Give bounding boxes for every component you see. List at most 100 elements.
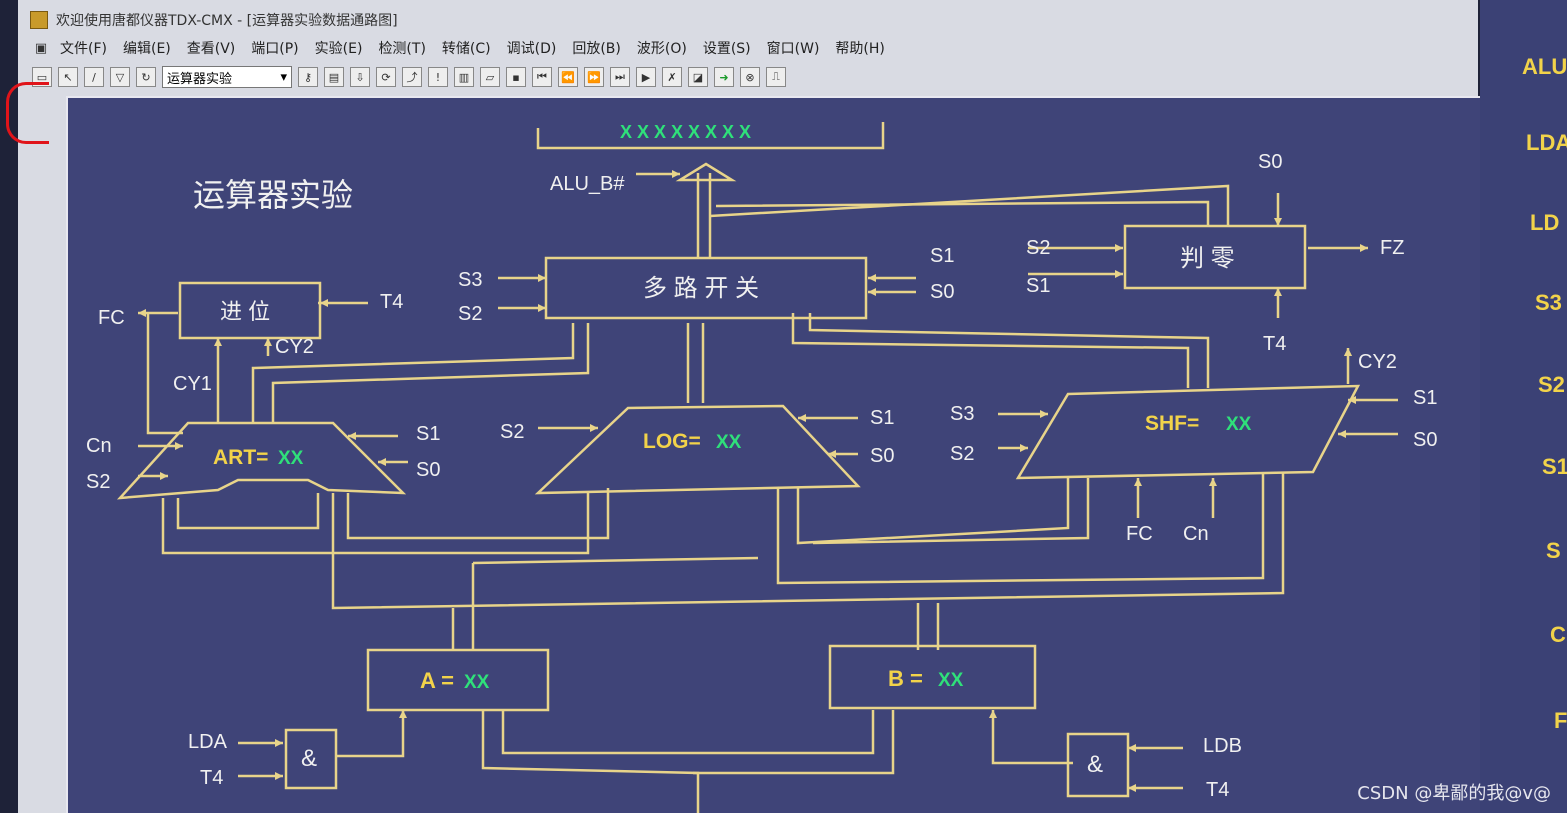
app-window: 欢迎使用唐都仪器TDX-CMX - [运算器实验数据通路图] ▣ 文件(F) 编… bbox=[18, 0, 1488, 813]
first-icon[interactable]: ⏮ bbox=[532, 67, 552, 87]
right-label-c: C bbox=[1550, 622, 1566, 647]
wire bbox=[161, 493, 590, 555]
wire bbox=[331, 473, 1285, 610]
signal-s3-shf: S3 bbox=[950, 403, 974, 425]
wire bbox=[336, 710, 405, 758]
menu-dump[interactable]: 转储(C) bbox=[441, 41, 491, 57]
menu-edit[interactable]: 编辑(E) bbox=[122, 41, 171, 57]
menu-window[interactable]: 窗口(W) bbox=[766, 41, 820, 57]
signal-s1-mux: S1 bbox=[930, 245, 954, 267]
signal-s2-log: S2 bbox=[500, 421, 524, 443]
menu-view[interactable]: 查看(V) bbox=[186, 41, 236, 57]
log-unit bbox=[534, 404, 861, 495]
menu-experiment[interactable]: 实验(E) bbox=[314, 41, 363, 57]
wire bbox=[791, 313, 1190, 388]
fast-forward-icon[interactable]: ⏩ bbox=[584, 67, 604, 87]
menu-debug[interactable]: 调试(D) bbox=[506, 41, 557, 57]
diagram-title: 运算器实验 bbox=[193, 177, 353, 213]
and-gate-a-symbol: & bbox=[301, 745, 317, 772]
signal-s2-art: S2 bbox=[86, 471, 110, 493]
wire bbox=[808, 313, 1210, 388]
cancel-icon[interactable]: ⊗ bbox=[740, 67, 760, 87]
signal-s0-mux: S0 bbox=[930, 281, 954, 303]
watermark: CSDN @卑鄙的我@v@ bbox=[1357, 783, 1551, 804]
register-icon[interactable]: ▥ bbox=[454, 67, 474, 87]
signal-lda: LDA bbox=[188, 731, 228, 753]
signal-ldb: LDB bbox=[1203, 735, 1242, 757]
signal-fc-out: FC bbox=[98, 307, 125, 329]
menu-playback[interactable]: 回放(B) bbox=[572, 41, 621, 57]
signal-cy1: CY1 bbox=[173, 373, 212, 395]
refresh-icon[interactable]: ↻ bbox=[136, 67, 156, 87]
loop-icon[interactable]: ⟳ bbox=[376, 67, 396, 87]
key-icon[interactable]: ⚷ bbox=[298, 67, 318, 87]
rewind-icon[interactable]: ⏪ bbox=[558, 67, 578, 87]
menu-settings[interactable]: 设置(S) bbox=[702, 41, 751, 57]
save-icon[interactable]: ▪ bbox=[506, 67, 526, 87]
step-icon[interactable]: ⤴ bbox=[402, 67, 422, 87]
stop-run-icon[interactable]: ✗ bbox=[662, 67, 682, 87]
alu-b-label: ALU_B# bbox=[550, 173, 625, 195]
cursor-icon[interactable]: ↖ bbox=[58, 67, 78, 87]
signal-s0-art: S0 bbox=[416, 459, 440, 481]
experiment-select-value: 运算器实验 bbox=[167, 71, 233, 87]
and-gate-a bbox=[284, 728, 338, 790]
register-b-label: B = bbox=[888, 666, 923, 691]
menu-port[interactable]: 端口(P) bbox=[251, 41, 299, 57]
table-icon[interactable]: ▤ bbox=[324, 67, 344, 87]
menu-waveform[interactable]: 波形(O) bbox=[636, 41, 687, 57]
right-panel: ALU LDA LD S3 S2 S1 S C F bbox=[1480, 0, 1567, 813]
signal-t4-zero: T4 bbox=[1263, 333, 1286, 355]
right-label-s1: S1 bbox=[1542, 454, 1567, 479]
menu-file[interactable]: 文件(F) bbox=[60, 41, 107, 57]
signal-t4-a: T4 bbox=[200, 767, 223, 789]
right-label-ld: LD bbox=[1530, 210, 1560, 235]
chevron-down-icon: ▾ bbox=[280, 69, 287, 85]
register-b-box bbox=[828, 644, 1037, 710]
line-icon[interactable]: / bbox=[84, 67, 104, 87]
monitor-icon[interactable]: ◪ bbox=[688, 67, 708, 87]
register-a-box bbox=[366, 648, 550, 712]
experiment-select[interactable]: 运算器实验 ▾ bbox=[162, 66, 292, 88]
alert-icon[interactable]: ! bbox=[428, 67, 448, 87]
wire bbox=[776, 473, 1265, 585]
menu-help[interactable]: 帮助(H) bbox=[835, 41, 885, 57]
signal-s0-shf: S0 bbox=[1413, 429, 1437, 451]
red-annotation-circle bbox=[6, 82, 49, 144]
bus-value: X X X X X X X X bbox=[620, 122, 751, 142]
register-a-label: A = bbox=[420, 668, 454, 693]
doc-icon[interactable]: ▣ bbox=[34, 40, 48, 56]
go-arrow-icon[interactable]: ➜ bbox=[714, 67, 734, 87]
right-label-s2: S2 bbox=[1538, 372, 1565, 397]
play-icon[interactable]: ▶ bbox=[636, 67, 656, 87]
wire bbox=[715, 200, 1210, 226]
export-icon[interactable]: ⇩ bbox=[350, 67, 370, 87]
log-label: LOG= bbox=[643, 430, 701, 453]
last-icon[interactable]: ⏭ bbox=[610, 67, 630, 87]
menu-detect[interactable]: 检测(T) bbox=[378, 41, 426, 57]
zero-detect-box bbox=[1123, 224, 1307, 290]
toolbar: ▭ ↖ / ▽ ↻ 运算器实验 ▾ ⚷ ▤ ⇩ ⟳ ⤴ ! ▥ ▱ ▪ ⏮ ⏪ … bbox=[18, 62, 1478, 92]
signal-t4-b: T4 bbox=[1206, 779, 1229, 801]
wire bbox=[176, 493, 320, 530]
shf-label: SHF= bbox=[1145, 412, 1199, 435]
signal-s2-zero: S2 bbox=[1026, 237, 1050, 259]
art-unit bbox=[116, 421, 407, 500]
right-label-lda: LDA bbox=[1526, 130, 1567, 155]
right-label-alu: ALU bbox=[1522, 54, 1567, 79]
signal-s1-zero: S1 bbox=[1026, 275, 1050, 297]
wire bbox=[481, 710, 700, 813]
pulse-icon[interactable]: ⎍ bbox=[766, 67, 786, 87]
right-label-s3: S3 bbox=[1535, 290, 1562, 315]
signal-s0-log: S0 bbox=[870, 445, 894, 467]
mux-box bbox=[544, 256, 868, 320]
signal-fc-shf: FC bbox=[1126, 523, 1153, 545]
register-b-value: XX bbox=[938, 670, 964, 691]
art-label: ART= bbox=[213, 446, 268, 469]
shape-icon[interactable]: ▽ bbox=[110, 67, 130, 87]
open-folder-icon[interactable]: ▱ bbox=[480, 67, 500, 87]
right-label-f: F bbox=[1554, 708, 1567, 733]
right-label-s: S bbox=[1546, 538, 1561, 563]
shf-value: XX bbox=[1226, 414, 1252, 435]
